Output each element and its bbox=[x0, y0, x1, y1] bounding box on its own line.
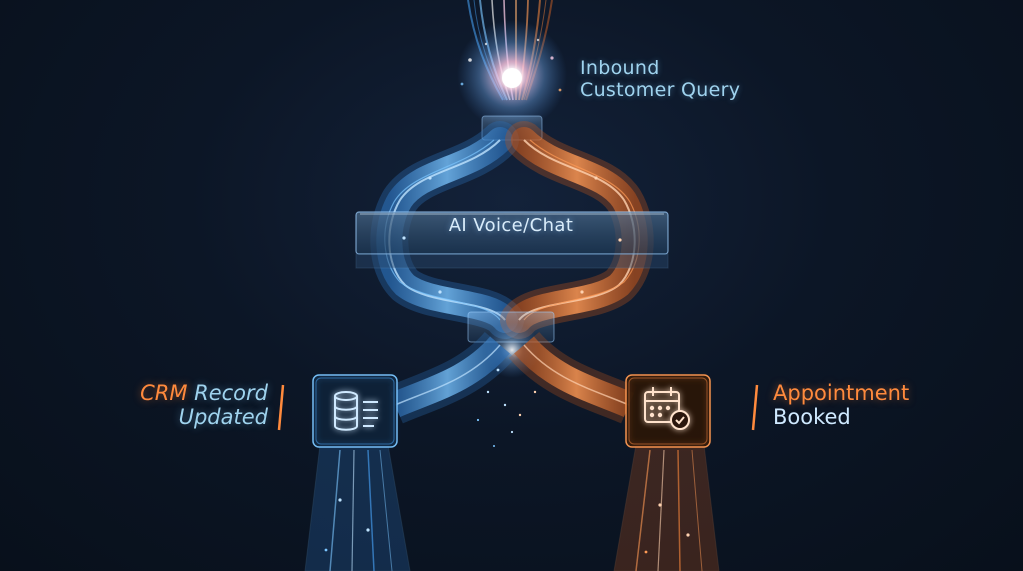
crm-label: CRM Record Updated bbox=[110, 381, 268, 429]
particles bbox=[324, 38, 690, 554]
database-icon bbox=[334, 391, 378, 431]
right-label-separator bbox=[751, 384, 759, 431]
crm-label-word2: Record bbox=[194, 381, 268, 405]
inbound-label-line2: Customer Query bbox=[580, 78, 741, 101]
ai-hub-bar bbox=[355, 211, 669, 269]
appointment-label-line2: Booked bbox=[773, 405, 851, 430]
inbound-label: Inbound Customer Query bbox=[580, 57, 741, 102]
inbound-label-line1: Inbound bbox=[580, 57, 660, 79]
appointment-label: Appointment Booked bbox=[773, 381, 909, 429]
calendar-check-icon bbox=[644, 387, 690, 430]
blue-branch-crm bbox=[304, 331, 516, 571]
appointment-node bbox=[625, 374, 711, 448]
crm-label-line2: Updated bbox=[178, 405, 268, 430]
left-label-separator bbox=[277, 384, 285, 431]
appointment-label-line1: Appointment bbox=[773, 381, 910, 405]
crm-node bbox=[312, 374, 398, 448]
inbound-glow-core bbox=[502, 68, 522, 88]
crm-label-word1: CRM bbox=[140, 381, 188, 405]
orange-branch-appointment bbox=[508, 331, 720, 571]
ai-hub-label: AI Voice/Chat bbox=[448, 215, 574, 236]
